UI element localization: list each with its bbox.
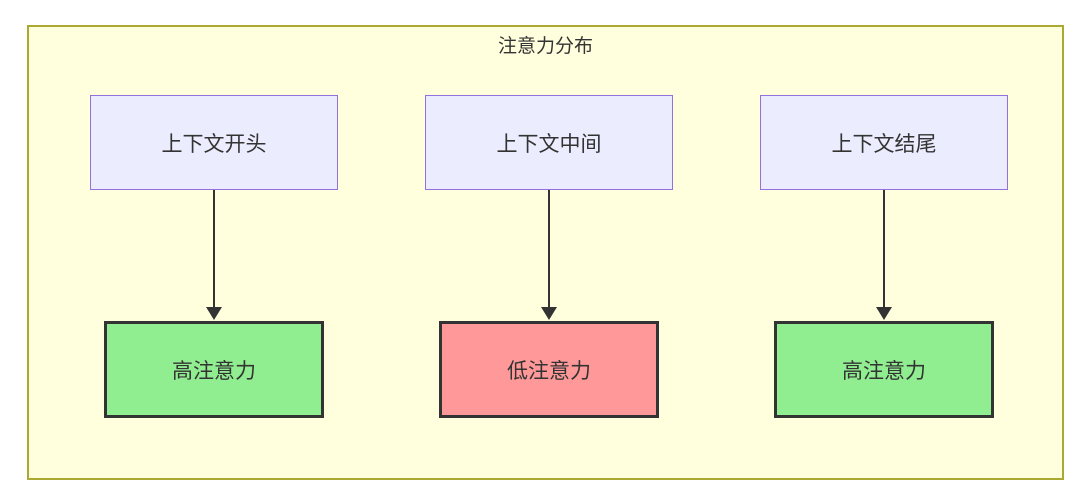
node-attention-high-2: 高注意力 [774,321,994,418]
node-attention-high-1-label: 高注意力 [172,359,256,383]
node-attention-high-1: 高注意力 [104,321,324,418]
arrowhead-down-icon [876,307,892,320]
node-context-start-label: 上下文开头 [161,132,267,156]
node-context-middle-label: 上下文中间 [496,132,602,156]
node-attention-low-label: 低注意力 [507,359,591,383]
arrow-start-to-high [206,190,222,320]
arrow-line [548,190,550,307]
node-attention-low: 低注意力 [439,321,659,418]
arrow-end-to-high [876,190,892,320]
node-context-middle: 上下文中间 [425,95,673,190]
diagram-title: 注意力分布 [497,36,593,57]
node-attention-high-2-label: 高注意力 [842,359,926,383]
node-context-end-label: 上下文结尾 [831,132,937,156]
node-context-end: 上下文结尾 [760,95,1008,190]
node-context-start: 上下文开头 [90,95,338,190]
arrowhead-down-icon [206,307,222,320]
arrow-line [883,190,885,307]
arrow-middle-to-low [541,190,557,320]
attention-distribution-cluster: 注意力分布 上下文开头 高注意力 上下文中间 低注意力 [27,25,1064,480]
arrow-line [213,190,215,307]
arrowhead-down-icon [541,307,557,320]
